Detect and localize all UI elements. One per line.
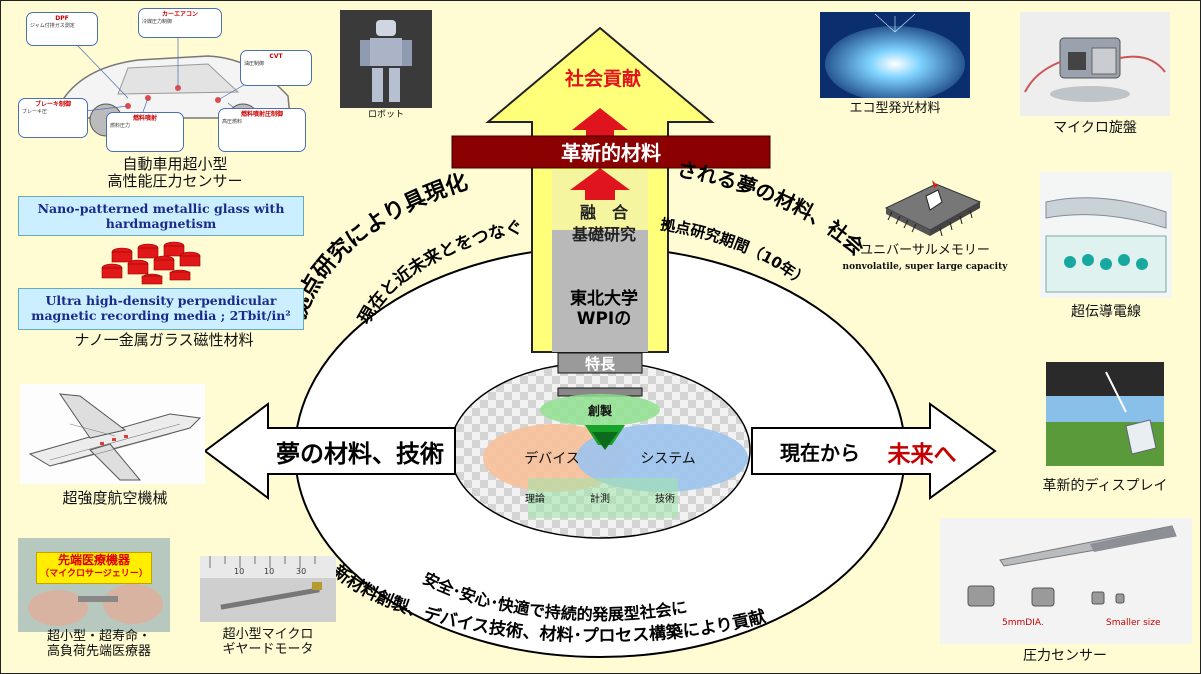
callout-aircon: カーエアコン冷媒圧力制御 — [138, 8, 222, 38]
technology-label: 技術 — [655, 492, 675, 505]
left-arrow-label: 夢の材料、技術 — [276, 440, 444, 468]
device-label: デバイス — [524, 450, 580, 467]
sensor-dia-label: 5mmDIA. — [1002, 618, 1044, 628]
robot-caption: ロボット — [367, 110, 404, 120]
eco-light-image — [820, 12, 970, 98]
wpi-line1: 東北大学 — [570, 288, 638, 309]
innovative-banner — [451, 135, 771, 169]
superconductor-caption: 超伝導電線 — [1071, 304, 1141, 320]
nano-metal-caption: ナノ一金属ガラス磁性材料 — [74, 331, 254, 349]
medical-device-image: 先端医療機器 （マイクロサージェリー） — [18, 538, 170, 632]
memory-caption-ja: ユニバーサルメモリー — [860, 243, 990, 258]
callout-injection: 燃料噴射圧制御高圧燃料 — [218, 108, 306, 152]
measurement-label: 計測 — [590, 492, 610, 505]
micro-lathe-caption: マイクロ旋盤 — [1053, 120, 1137, 136]
memory-caption-en: nonvolatile, super large capacity — [842, 262, 1008, 272]
left-arrow — [203, 402, 456, 500]
red-arrow-lower — [570, 168, 630, 200]
robot-image — [340, 10, 432, 108]
red-arrow-upper — [572, 108, 628, 140]
ruler-mark-2: 10 — [264, 567, 275, 576]
pressure-sensor-caption: 圧力センサー — [1023, 648, 1107, 664]
fusion-label: 融 合 — [580, 203, 629, 222]
banner-label: 革新的材料 — [561, 141, 661, 165]
ruler-mark-1: 10 — [234, 567, 245, 576]
display-caption: 革新的ディスプレイ — [1042, 478, 1168, 494]
aircraft-image — [20, 384, 205, 484]
memory-chip-image — [876, 168, 986, 240]
system-label: システム — [640, 451, 696, 467]
right-arrow-label-em: 未来へ — [888, 442, 957, 468]
top-arrow-label: 社会貢献 — [564, 67, 641, 90]
display-image — [1046, 362, 1164, 466]
feature-label: 特長 — [585, 355, 616, 373]
theory-label: 理論 — [525, 492, 545, 505]
medical-sign-line2: （マイクロサージェリー） — [40, 569, 148, 579]
system-ellipse — [576, 424, 748, 492]
micro-lathe-image — [1020, 12, 1170, 116]
right-arrow — [751, 402, 997, 500]
creation-blob — [540, 394, 660, 426]
medical-sign-line1: 先端医療機器 — [57, 553, 130, 567]
creation-label: 創製 — [587, 403, 613, 418]
callout-fuel: 燃料噴射燃料圧力 — [106, 112, 184, 152]
nano-patterned-box: Nano-patterned metallic glass with hardm… — [18, 196, 304, 236]
aircraft-caption: 超強度航空機械 — [62, 489, 168, 507]
red-pillars-image — [92, 238, 220, 288]
callout-brake: ブレーキ制御ブレーキ圧 — [18, 98, 88, 138]
superconductor-image — [1040, 172, 1172, 298]
medical-caption: 超小型・超寿命・高負荷先端医療器 — [46, 629, 151, 659]
right-arrow-label-pre: 現在から — [780, 441, 860, 465]
eco-light-caption: エコ型発光材料 — [849, 101, 941, 116]
wpi-line2: WPIの — [577, 309, 632, 329]
feature-box — [557, 352, 643, 374]
ultra-density-box: Ultra high-density perpendicular magneti… — [18, 288, 304, 330]
sensor-smaller-label: Smaller size — [1106, 618, 1161, 628]
basic-research-label: 基礎研究 — [571, 225, 636, 244]
car-sensor-caption: 自動車用超小型高性能圧力センサー — [107, 155, 243, 191]
ruler-mark-3: 30 — [296, 567, 307, 576]
motor-caption: 超小型マイクロギヤードモータ — [222, 627, 314, 657]
pressure-sensor-image: 5mmDIA. Smaller size — [940, 518, 1192, 644]
micro-motor-image: 10 10 30 — [200, 556, 336, 622]
